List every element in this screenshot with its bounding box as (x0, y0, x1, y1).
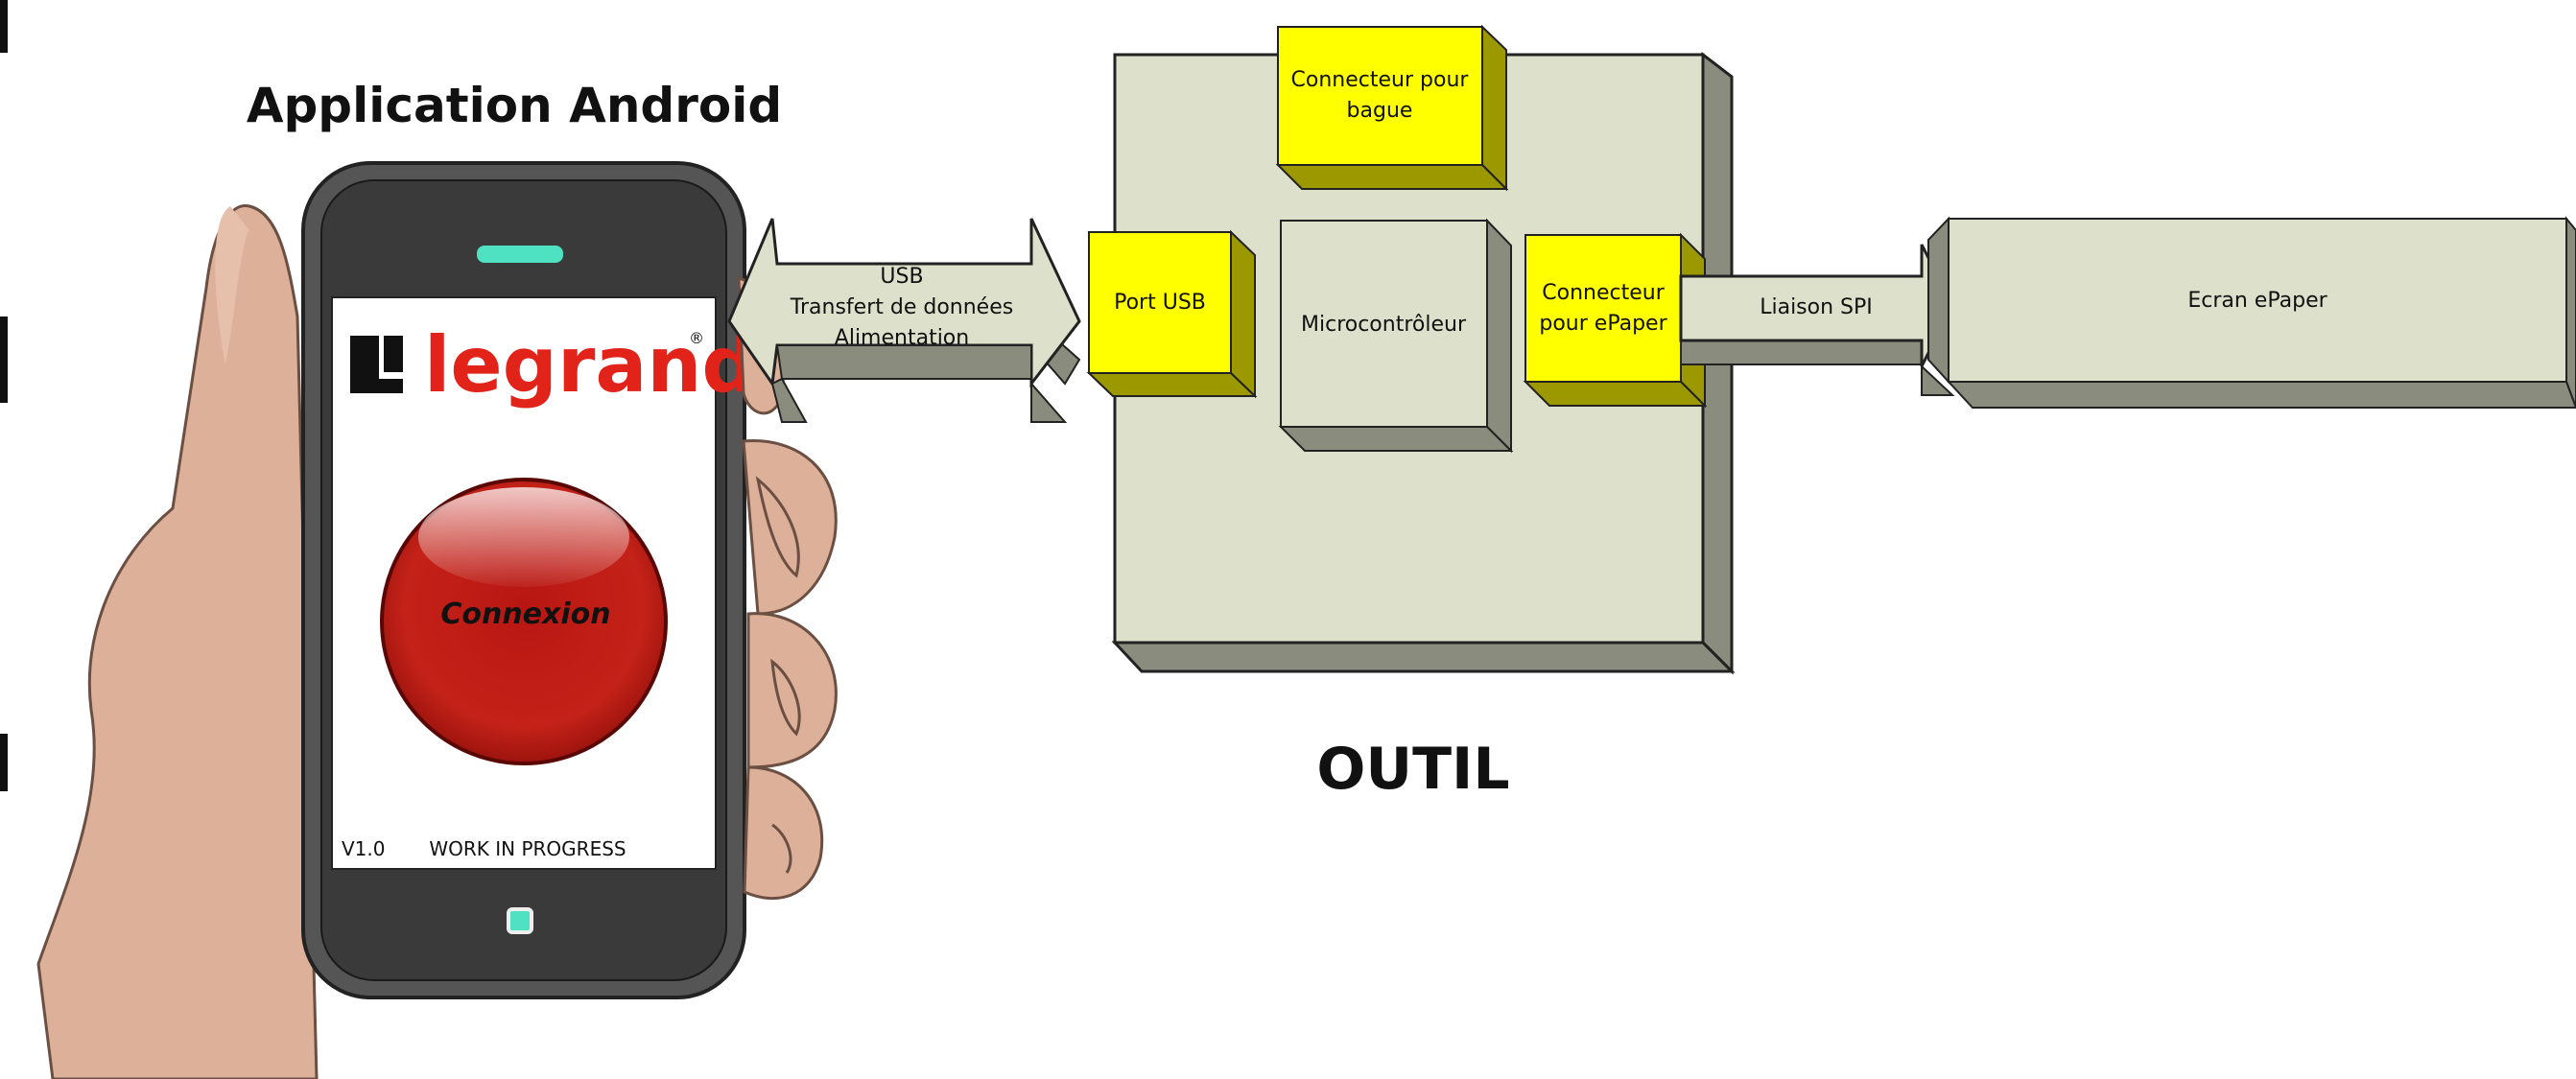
usb-port-block: Port USB (1086, 229, 1258, 399)
usb-port-label: Port USB (1114, 291, 1206, 315)
cropped-left-edge-glyphs (0, 0, 8, 791)
connexion-button[interactable]: Connexion (380, 478, 668, 765)
ring-connector-block: Connecteur pour bague (1275, 24, 1509, 192)
app-status: WORK IN PROGRESS (429, 837, 626, 860)
epaper-screen-block: Ecran ePaper (1927, 216, 2576, 409)
spi-arrow-label: Liaison SPI (1760, 295, 1873, 319)
phone-title: Application Android (247, 78, 782, 133)
epaper-connector-line2: pour ePaper (1539, 312, 1667, 336)
android-phone: legrand ® Connexion V1.0 WORK IN PROGRES… (301, 161, 757, 999)
ring-connector-line2: bague (1347, 99, 1413, 123)
svg-text:®: ® (689, 329, 704, 347)
usb-arrow: USB Transfert de données Alimentation (727, 218, 1081, 423)
app-version: V1.0 (342, 837, 386, 860)
epaper-screen-label: Ecran ePaper (2187, 289, 2328, 313)
home-button (507, 907, 533, 934)
earpiece (477, 246, 563, 263)
microcontroller-label: Microcontrôleur (1301, 313, 1467, 337)
usb-arrow-line2: Transfert de données (790, 295, 1013, 319)
connexion-label: Connexion (440, 598, 610, 631)
spi-arrow: Liaison SPI (1679, 244, 1955, 396)
microcontroller-block: Microcontrôleur (1278, 218, 1514, 454)
legrand-mark-icon (350, 336, 403, 393)
usb-arrow-line1: USB (880, 265, 923, 289)
tool-title: OUTIL (1316, 736, 1509, 803)
epaper-connector-line1: Connecteur (1542, 281, 1665, 305)
legrand-logo: legrand ® (350, 320, 757, 410)
epaper-connector-block: Connecteur pour ePaper (1523, 232, 1708, 409)
hand-illustration (36, 204, 319, 1079)
ring-connector-line1: Connecteur pour (1291, 68, 1470, 92)
svg-text:legrand: legrand (424, 320, 757, 410)
usb-arrow-line3: Alimentation (835, 326, 969, 350)
